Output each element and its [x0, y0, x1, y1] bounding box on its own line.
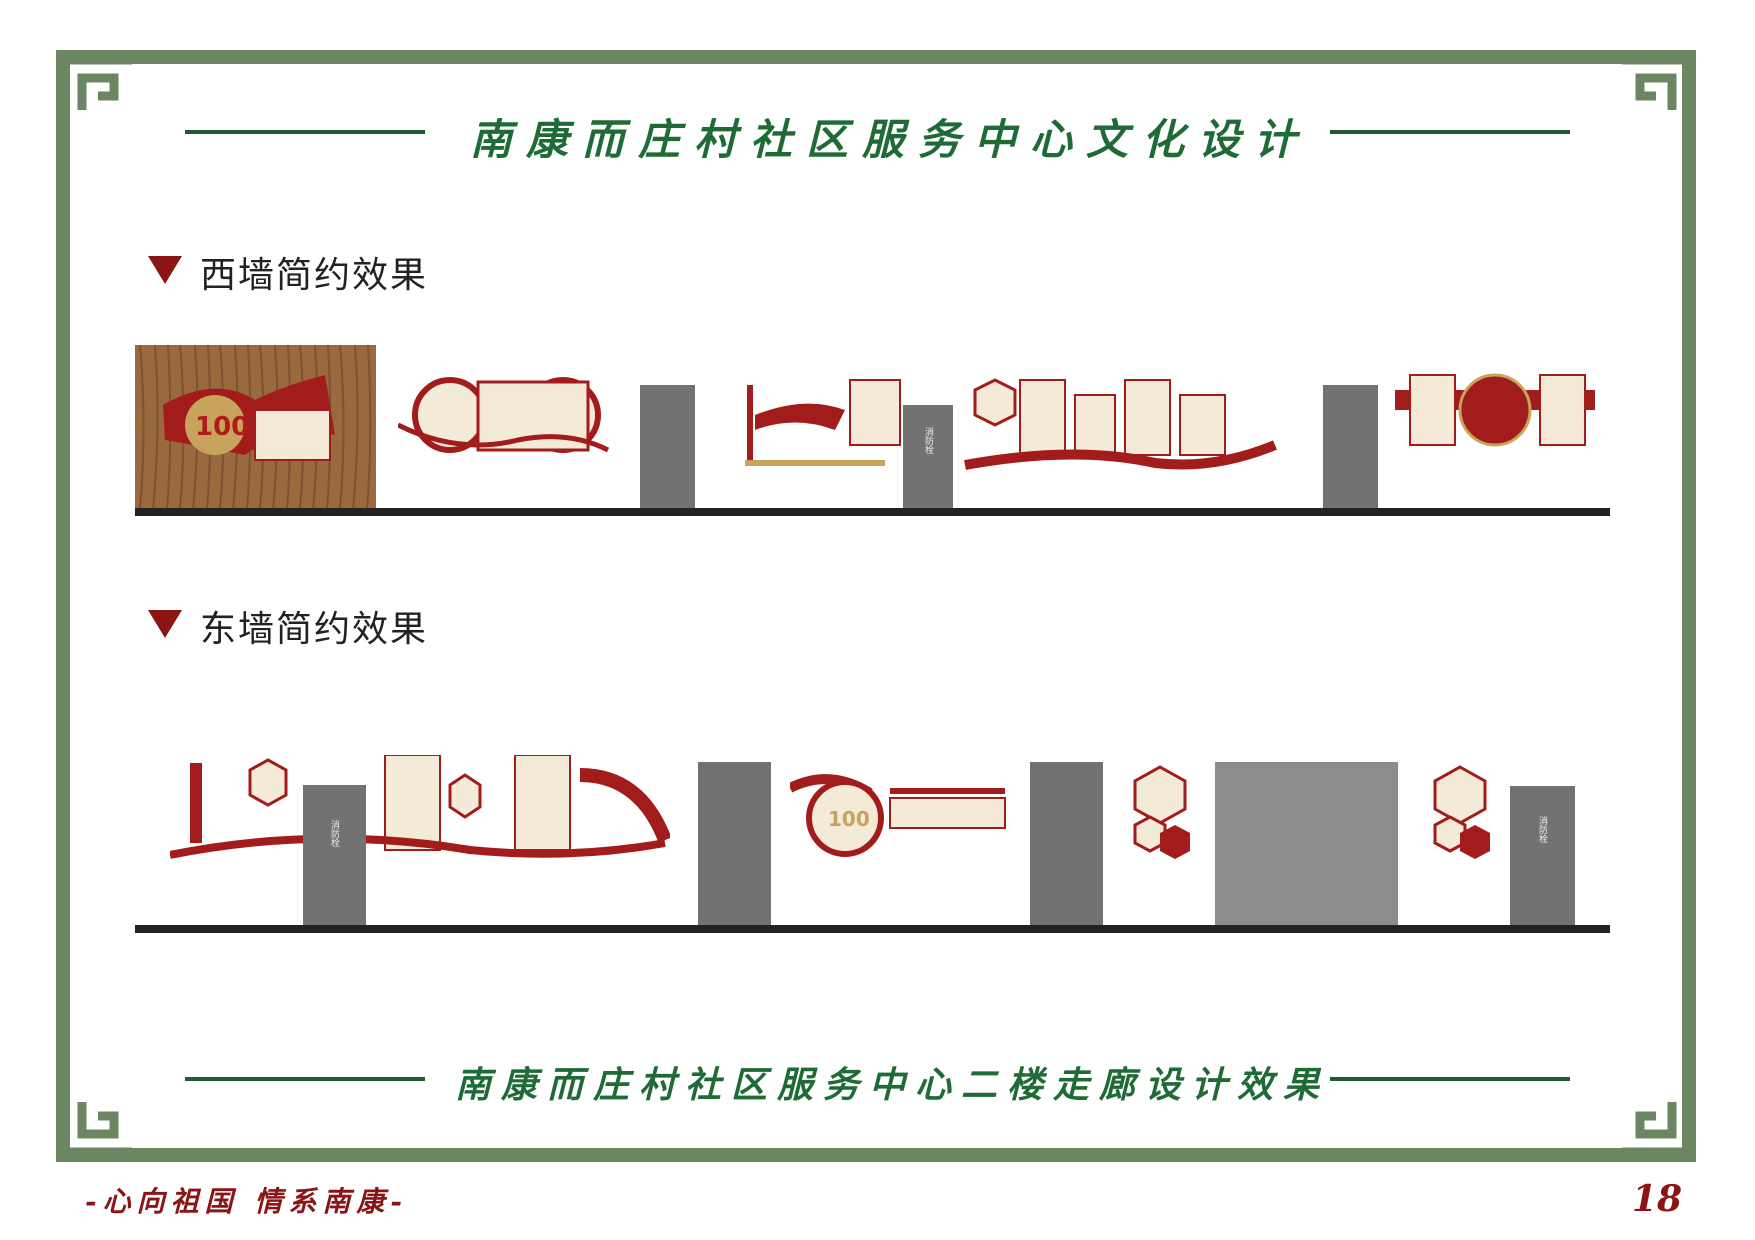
- corner-ornament-top-right: [1618, 56, 1694, 132]
- wood-panel-party-100: 100: [135, 345, 376, 510]
- header-rule-left: [185, 130, 425, 134]
- wall-display-panel-6: 100: [790, 768, 1015, 863]
- floor-line-west: [135, 508, 1610, 516]
- hexagon-display-cluster-1: [1125, 765, 1195, 870]
- wall-display-panel-1: [398, 370, 613, 470]
- corner-ornament-top-left: [60, 56, 136, 132]
- svg-text:100: 100: [828, 807, 870, 831]
- floor-line-east: [135, 925, 1610, 933]
- svg-text:100: 100: [195, 412, 249, 442]
- section-marker-icon: [148, 610, 182, 638]
- section-title-east: 东墙简约效果: [200, 609, 429, 650]
- page-number: 18: [1632, 1178, 1683, 1220]
- wall-column: [1323, 385, 1378, 510]
- wall-column: [640, 385, 695, 510]
- hexagon-display-cluster-2: [1425, 765, 1495, 870]
- section-title-west: 西墙简约效果: [200, 255, 429, 296]
- corner-ornament-bottom-left: [60, 1080, 136, 1156]
- wall-column: [1030, 762, 1103, 925]
- fire-hydrant-label: 消防栓: [923, 427, 933, 454]
- footer-title: 南康而庄村社区服务中心二楼走廊设计效果: [455, 1064, 1330, 1106]
- wall-column: [698, 762, 771, 925]
- fire-hydrant-label: 消防栓: [1537, 816, 1547, 843]
- corner-ornament-bottom-right: [1618, 1080, 1694, 1156]
- fire-hydrant-cabinet: 消防栓: [303, 785, 366, 925]
- header-rule-right: [1330, 130, 1570, 134]
- fire-hydrant-cabinet: 消防栓: [903, 405, 953, 510]
- wall-display-panel-5: [170, 755, 670, 865]
- fire-hydrant-label: 消防栓: [329, 820, 339, 847]
- wall-display-panel-4: [1395, 370, 1600, 455]
- footer-rule-left: [185, 1077, 425, 1081]
- wall-display-panel-3: [955, 375, 1285, 475]
- page-frame: [56, 50, 1696, 1162]
- fire-hydrant-cabinet: 消防栓: [1510, 786, 1575, 925]
- footer-rule-right: [1330, 1077, 1570, 1081]
- wall-display-panel-2: [735, 375, 905, 480]
- page-title: 南康而庄村社区服务中心文化设计: [470, 115, 1311, 164]
- slogan: -心向祖国 情系南康-: [85, 1185, 408, 1218]
- section-marker-icon: [148, 256, 182, 284]
- wall-door: [1215, 762, 1398, 925]
